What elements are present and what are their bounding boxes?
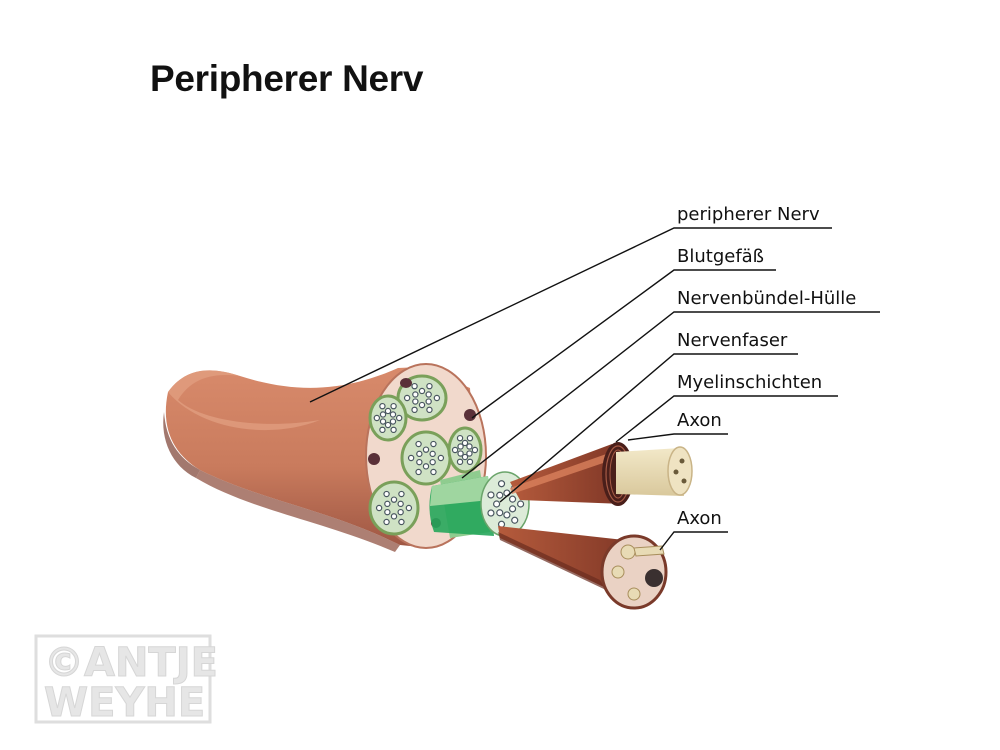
svg-text:©ANTJE: ©ANTJE xyxy=(44,640,218,686)
page-title: Peripherer Nerv xyxy=(150,58,424,99)
fascicle xyxy=(368,394,408,442)
leader-lines xyxy=(309,227,880,551)
label-peripheral-nerve: peripherer Nerv xyxy=(677,204,820,225)
fascicle xyxy=(368,480,420,536)
nerve-fiber-dot xyxy=(425,398,432,405)
nerve-fiber-dot xyxy=(411,406,418,414)
label-nerve-fiber: Nervenfaser xyxy=(677,330,788,351)
nerve-fiber-dot xyxy=(390,496,398,503)
nerve-fiber-dot xyxy=(516,500,525,508)
nerve-fiber-dot xyxy=(466,450,473,457)
nerve-fiber-dot xyxy=(461,439,469,447)
nerve-fiber-dot xyxy=(412,391,419,398)
nerve-fiber-dot xyxy=(415,440,422,448)
nerve-fiber-dot xyxy=(461,453,469,461)
nerve-fiber-dot xyxy=(416,450,423,458)
nerve-fiber-dot xyxy=(407,454,415,462)
nerve-fiber-dot xyxy=(389,418,397,425)
nerve-fiber-dot xyxy=(418,387,426,395)
nerve-fiber-dot xyxy=(384,421,392,429)
nerve-fiber-dot xyxy=(433,394,441,402)
nerve-fiber-dot xyxy=(471,446,479,454)
nerve-fiber-dot xyxy=(390,426,397,434)
nerve-fiber-dot xyxy=(496,509,504,517)
nerve-fiber-dot xyxy=(379,411,387,418)
nerve-fiber-dot xyxy=(487,491,495,499)
nerve-fiber-dot xyxy=(430,440,437,448)
nerve-fiber-dot xyxy=(497,480,506,488)
fascicles xyxy=(368,374,483,536)
nerve-fiber-dot xyxy=(384,407,392,415)
label-axon-upper: Axon xyxy=(677,410,722,431)
svg-text:WEYHE: WEYHE xyxy=(44,680,205,726)
nerve-fiber-dot xyxy=(397,500,404,508)
nerve-fiber-dot xyxy=(383,490,390,498)
nerve-fiber-dot xyxy=(422,446,430,453)
nerve-fiber-dot xyxy=(503,511,511,519)
nerve-fiber-dot xyxy=(398,490,405,498)
label-blood-vessel: Blutgefäß xyxy=(677,246,765,267)
nerve-fiber-dot xyxy=(466,434,474,442)
nerve-fiber-dot xyxy=(457,443,464,450)
nerve-fiber-dot xyxy=(389,411,397,418)
nerve-fiber-dot xyxy=(508,505,517,513)
nerve-fiber-dot xyxy=(405,504,413,512)
nerve-fiber-dot xyxy=(412,398,419,405)
nerve-fiber-dot xyxy=(373,414,381,422)
nerve-fiber-dot xyxy=(466,458,474,466)
nerve-fiber-dot xyxy=(395,414,403,422)
axon-lower xyxy=(633,545,665,557)
nerve-fiber-dot xyxy=(397,508,404,516)
nerve-fiber-dot xyxy=(422,463,430,470)
nerve-fiber-dot xyxy=(379,426,386,434)
nerve-fiber-dot xyxy=(379,418,387,425)
nerve-fiber-dot xyxy=(425,391,432,398)
nerve-fiber-dot xyxy=(429,458,436,466)
nerve-fiber-dot xyxy=(456,434,464,442)
nerve-fiber-upper xyxy=(510,442,693,506)
nerve-fiber-dot xyxy=(411,382,418,390)
nerve-fiber-dot xyxy=(426,382,433,390)
nerve-fiber-dot xyxy=(418,401,426,409)
nerve-fiber-dot xyxy=(429,450,436,458)
nerve-fiber-dot xyxy=(384,500,391,508)
nerve-fiber-dot xyxy=(403,394,411,402)
watermark: ©ANTJE WEYHE xyxy=(34,634,218,727)
nerve-fiber-dot xyxy=(487,509,495,517)
nerve-fiber-dot xyxy=(437,454,445,462)
nerve-fiber-dot xyxy=(398,518,405,526)
label-bundle-sheath: Nervenbündel-Hülle xyxy=(677,288,857,309)
nerve-fiber-dot xyxy=(430,468,437,476)
nerve-fiber-dot xyxy=(496,491,504,499)
nerve-fiber-lower xyxy=(498,526,668,610)
nerve-fiber-dot xyxy=(384,508,391,516)
label-axon-lower: Axon xyxy=(677,508,722,529)
nerve-fiber-dot xyxy=(508,495,517,503)
nerve-fiber-dot xyxy=(451,446,459,454)
nerve-fiber-dot xyxy=(416,458,423,466)
blood-vessels xyxy=(368,378,476,528)
nerve-fiber-dot xyxy=(511,516,519,524)
nerve-fiber-dot xyxy=(466,443,473,450)
nerve-fiber-dot xyxy=(415,468,422,476)
nerve-fiber-dot xyxy=(379,402,386,410)
nerve-fiber-dot xyxy=(493,500,501,508)
nerve-fiber-dot xyxy=(383,518,390,526)
nerve-fiber-dot xyxy=(426,406,433,414)
nerve-fiber-dot xyxy=(390,402,397,410)
label-myelin-layers: Myelinschichten xyxy=(677,372,823,393)
nerve-fiber-dot xyxy=(390,513,398,520)
nerve-fiber-dot xyxy=(457,450,464,457)
nerve-fiber-dot xyxy=(456,458,464,466)
axon-upper xyxy=(616,448,684,496)
nerve-fiber-dot xyxy=(375,504,383,512)
